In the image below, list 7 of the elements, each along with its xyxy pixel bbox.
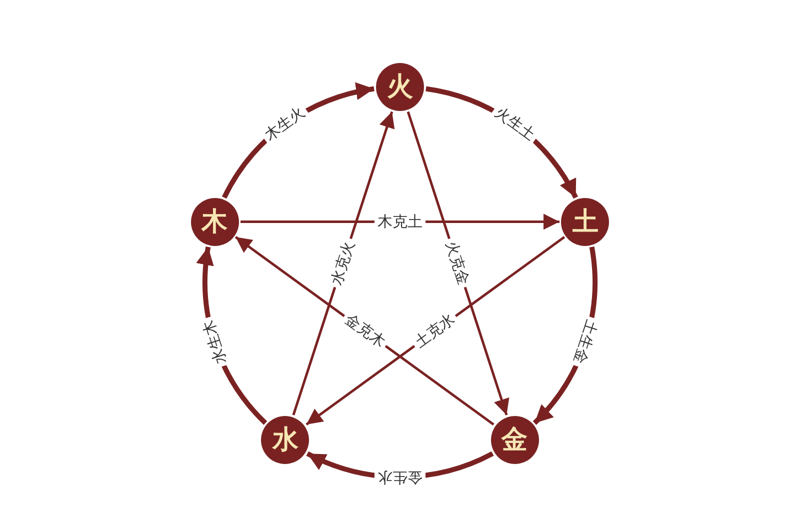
element-node: 水 [261,416,310,464]
element-node: 木 [190,198,239,246]
element-node: 火 [376,63,424,111]
element-node: 金 [490,416,539,464]
edge-label: 金生水 [374,468,426,486]
edge-label: 木克土 [374,213,426,230]
element-node: 土 [561,198,610,246]
